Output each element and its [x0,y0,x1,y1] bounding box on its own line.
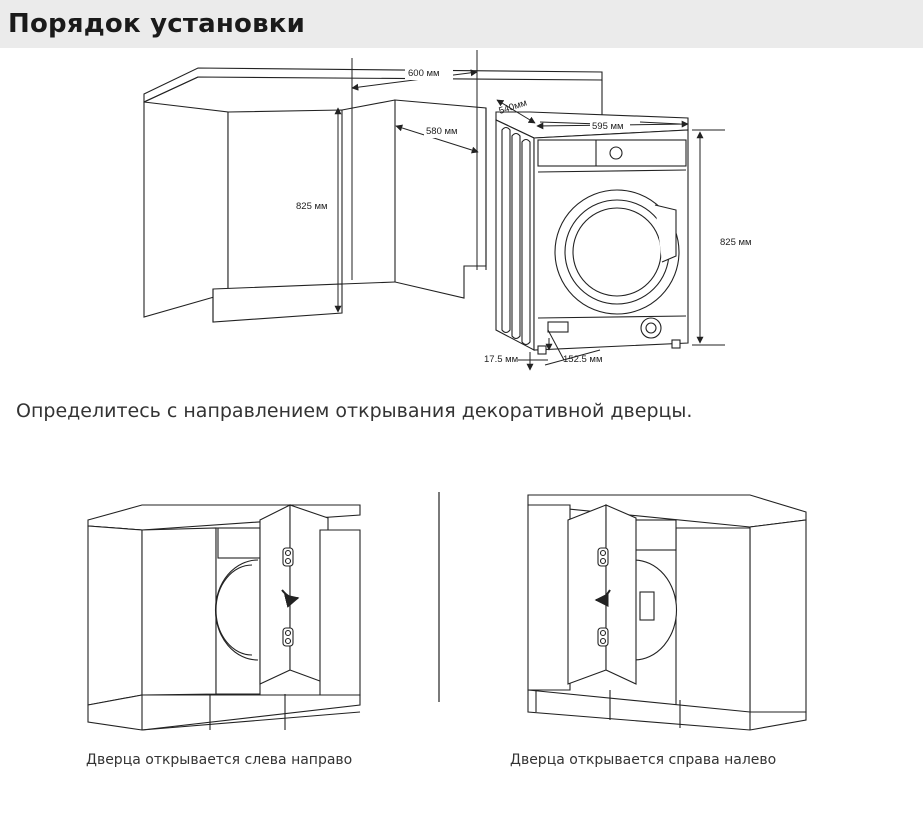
dim-cabinet-height: 825 мм [296,201,328,212]
instruction-text: Определитесь с направлением открывания д… [16,400,693,422]
dim-cabinet-width: 600 мм [408,68,440,79]
dim-opening-depth: 580 мм [426,126,458,137]
title-bar: Порядок установки [0,0,923,48]
caption-left: Дверца открывается слева направо [86,752,353,768]
dim-machine-height: 825 мм [720,237,752,248]
caption-right: Дверца открывается справа налево [510,752,777,768]
arrow-curve-left-icon [594,589,611,607]
cabinet-drawing [143,67,603,323]
door-right-to-left-illustration [527,494,807,731]
arrow-curve-right-icon [281,589,300,608]
dim-bg [590,120,630,131]
dim-bg [405,66,453,80]
dim-feet-height: 17.5 мм [484,354,518,365]
dim-machine-width: 595 мм [592,121,624,132]
door-left-to-right-illustration [87,504,361,731]
page-title: Порядок установки [8,9,306,39]
washing-machine-drawing [495,111,689,355]
dim-feet-offset: 152.5 мм [563,354,602,365]
dim-bg [424,124,468,138]
